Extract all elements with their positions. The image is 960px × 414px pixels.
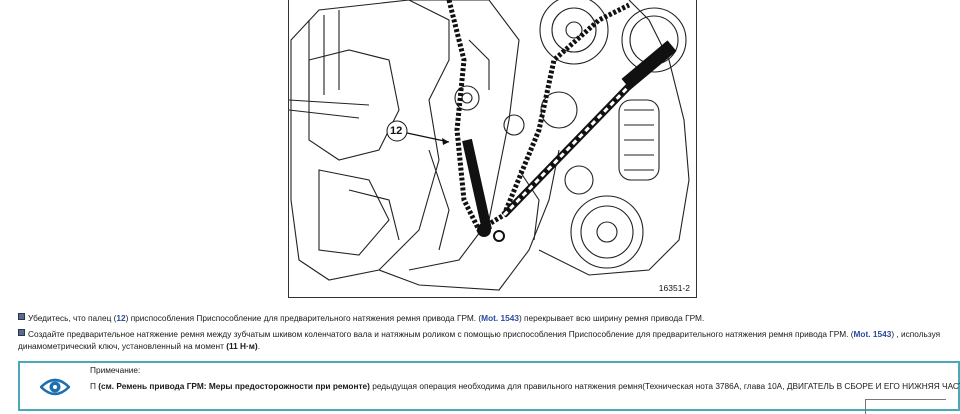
part-number-12: 12	[116, 313, 126, 323]
paragraph-2-text-end: ) , используя	[891, 329, 941, 339]
paragraph-1-text: Убедитесь, что палец (	[28, 313, 117, 323]
paragraph-2-line2: динамометрический ключ, установленный на…	[18, 341, 227, 351]
paragraph-1-text-end: ) перекрывает всю ширину ремня привода Г…	[518, 313, 705, 323]
bullet-icon	[18, 313, 25, 320]
callout-label-12: 12	[390, 125, 403, 137]
note-prefix: П	[90, 381, 99, 391]
tool-link-mot-1543-2[interactable]: Mot. 1543	[853, 329, 892, 339]
instruction-paragraph-2: Создайте предварительное натяжение ремня…	[18, 328, 948, 352]
tool-link-mot-1543[interactable]: Mot. 1543	[481, 313, 519, 323]
note-box: Примечание: П (см. Ремень привода ГРМ: М…	[18, 361, 960, 414]
note-inner-frame	[865, 399, 946, 414]
note-text: П (см. Ремень привода ГРМ: Меры предосто…	[90, 381, 960, 391]
note-rest: редыдущая операция необходима для правил…	[369, 381, 960, 391]
torque-value: (11 Н·м)	[226, 341, 258, 351]
paragraph-2-text: Создайте предварительное натяжение ремня…	[28, 329, 854, 339]
note-reference-link[interactable]: (см. Ремень привода ГРМ: Меры предосторо…	[98, 381, 370, 391]
engine-drawing	[289, 0, 690, 291]
paragraph-1-text-mid: ) приспособления Приспособление для пред…	[125, 313, 482, 323]
eye-icon	[40, 378, 70, 396]
paragraph-2-line2-end: .	[257, 341, 261, 351]
instruction-paragraph-1: Убедитесь, что палец (12) приспособления…	[18, 312, 704, 324]
figure-code: 16351-2	[658, 283, 690, 293]
bullet-icon	[18, 329, 25, 336]
engine-diagram: 12 16351-2	[288, 0, 697, 298]
note-title: Примечание:	[90, 365, 141, 375]
